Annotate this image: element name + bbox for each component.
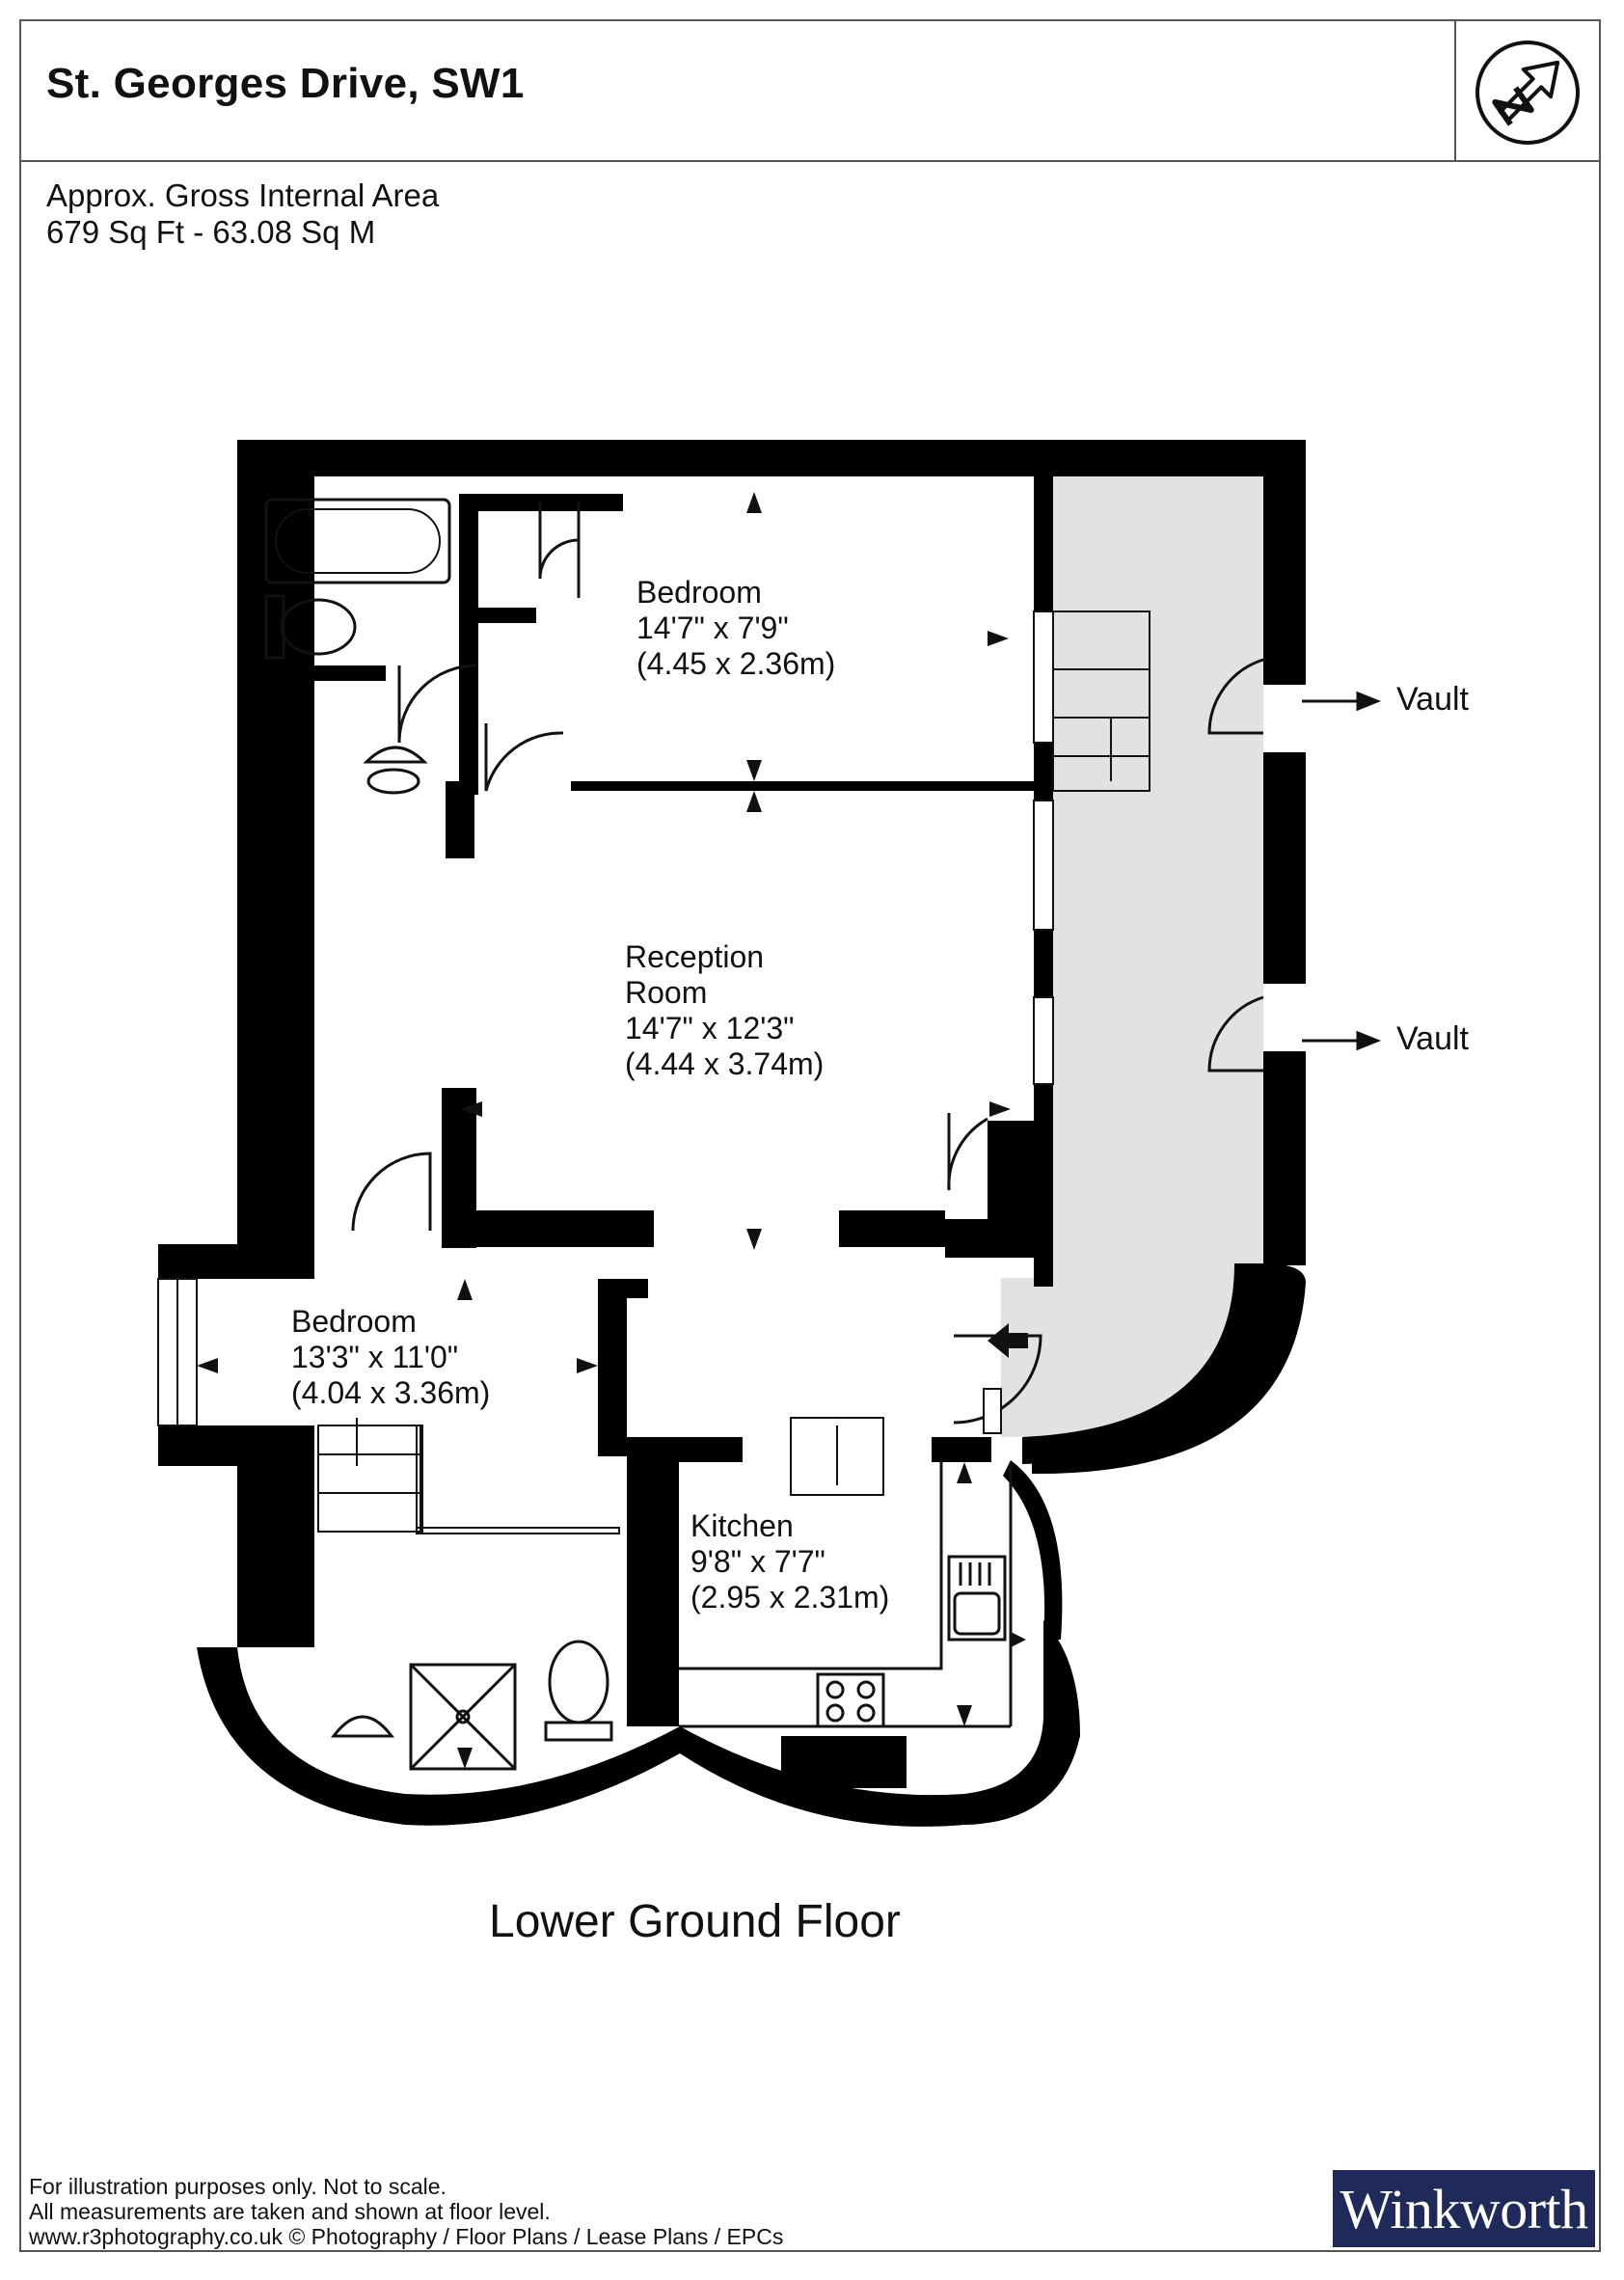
bath-icon xyxy=(264,498,451,584)
bedroom2-size-imperial: 13'3" x 11'0" xyxy=(291,1340,459,1374)
room-label-kitchen: Kitchen 9'8" x 7'7" (2.95 x 2.31m) xyxy=(690,1508,889,1615)
disclaimer-line1: For illustration purposes only. Not to s… xyxy=(29,2174,447,2199)
winkworth-logo: Winkworth xyxy=(1333,2170,1595,2247)
entrance-arrow-icon xyxy=(988,1323,1028,1358)
page-frame xyxy=(19,19,1601,2252)
kitchen-name: Kitchen xyxy=(690,1508,794,1543)
kitchen-size-imperial: 9'8" x 7'7" xyxy=(690,1544,826,1579)
stairs-upper xyxy=(1052,611,1150,792)
room-label-bedroom2: Bedroom 13'3" x 11'0" (4.04 x 3.36m) xyxy=(291,1304,490,1411)
property-title: St. Georges Drive, SW1 xyxy=(46,60,525,107)
windows xyxy=(157,611,1054,1434)
shower-icon xyxy=(409,1663,517,1771)
wall-left xyxy=(237,440,314,1250)
bedroom2-size-metric: (4.04 x 3.36m) xyxy=(291,1375,491,1410)
vault-arrows xyxy=(1302,691,1382,1051)
area-value: 679 Sq Ft - 63.08 Sq M xyxy=(46,214,376,250)
wall-vault-inner xyxy=(1034,476,1053,611)
door-bathroom xyxy=(397,664,477,744)
kitchen-size-metric: (2.95 x 2.31m) xyxy=(690,1580,890,1615)
reception-name-line1: Reception xyxy=(625,939,765,974)
bedroom1-size-metric: (4.45 x 2.36m) xyxy=(636,646,836,681)
wall-right xyxy=(1263,476,1306,685)
bedroom2-name: Bedroom xyxy=(291,1304,417,1339)
gross-internal-area: Approx. Gross Internal Area 679 Sq Ft - … xyxy=(46,177,439,251)
header-bar xyxy=(19,19,1601,162)
bedroom1-size-imperial: 14'7" x 7'9" xyxy=(636,611,789,645)
door-bedroom1 xyxy=(484,723,564,792)
compass-box xyxy=(1454,19,1601,162)
shower-basin-icon xyxy=(330,1715,395,1738)
wardrobe-doors xyxy=(538,502,581,598)
north-arrow-icon xyxy=(1475,41,1580,145)
area-caption: Approx. Gross Internal Area xyxy=(46,177,440,213)
disclaimer-line3: www.r3photography.co.uk © Photography / … xyxy=(29,2224,784,2249)
disclaimer-line2: All measurements are taken and shown at … xyxy=(29,2199,551,2224)
door-vault-2 xyxy=(1207,995,1264,1072)
disclaimer: For illustration purposes only. Not to s… xyxy=(29,2174,783,2249)
door-cupboard xyxy=(947,1113,988,1191)
wall-left-lower xyxy=(237,1425,314,1647)
vault-label-2: Vault xyxy=(1396,1020,1469,1057)
toilet-icon xyxy=(264,594,285,660)
basin-icon xyxy=(363,746,428,764)
bay-wall-left xyxy=(197,1647,680,1826)
vault-label-1: Vault xyxy=(1396,681,1469,718)
hatch xyxy=(790,1417,884,1496)
sink-icon xyxy=(947,1555,1007,1642)
door-vault-1 xyxy=(1207,658,1264,735)
reception-size-imperial: 14'7" x 12'3" xyxy=(625,1011,795,1045)
stairs-lower xyxy=(317,1418,620,1534)
reception-size-metric: (4.44 x 3.74m) xyxy=(625,1046,825,1081)
bedroom1-name: Bedroom xyxy=(636,575,762,610)
reception-name-line2: Room xyxy=(625,975,708,1010)
wc-icon xyxy=(544,1640,613,1742)
measurement-arrows xyxy=(197,492,1026,1769)
hob-icon xyxy=(816,1672,885,1728)
door-bedroom2 xyxy=(351,1152,432,1232)
room-label-bedroom1: Bedroom 14'7" x 7'9" (4.45 x 2.36m) xyxy=(636,575,835,682)
floor-name: Lower Ground Floor xyxy=(489,1896,901,1947)
bay-wall-right xyxy=(680,1620,1080,1827)
room-label-reception: Reception Room 14'7" x 12'3" (4.44 x 3.7… xyxy=(625,939,824,1082)
door-entrance xyxy=(953,1334,1042,1425)
